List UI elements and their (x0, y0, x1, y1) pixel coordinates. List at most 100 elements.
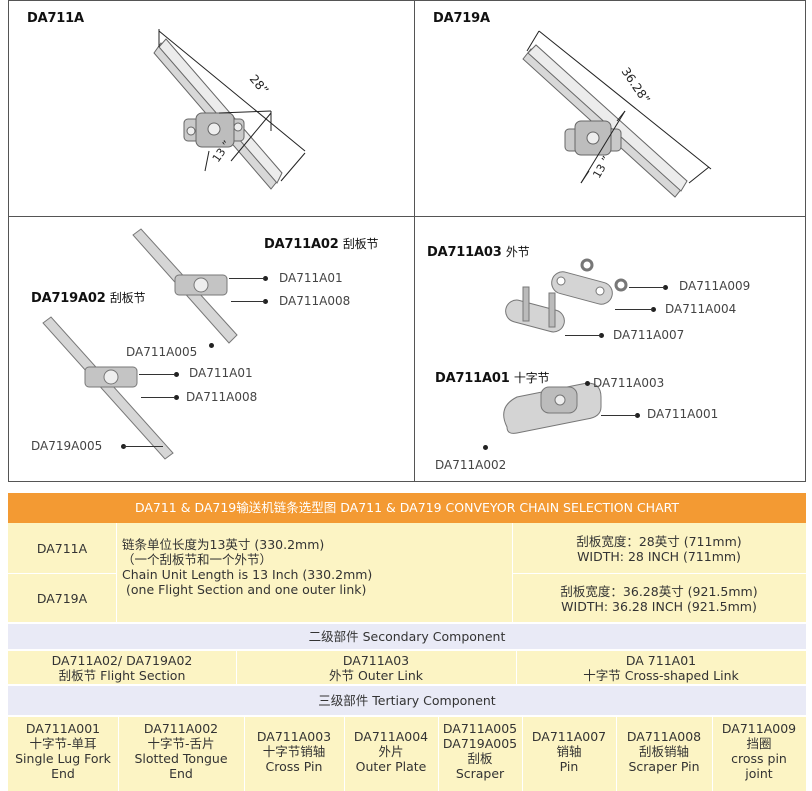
secondary-name: 外节 Outer Link (328, 668, 424, 683)
callout-dot (599, 333, 604, 338)
tertiary-cn: 十字节销轴 (262, 744, 326, 759)
callout-dot (209, 343, 214, 348)
tertiary-title-row: 三级部件 Tertiary Component (8, 686, 806, 716)
callout-dot (174, 372, 179, 377)
callout-line (601, 415, 637, 416)
tertiary-en: End (51, 766, 75, 781)
title-cn: 刮板节 (342, 237, 379, 251)
title-cn: 外节 (505, 245, 530, 259)
tertiary-code: DA711A007 (531, 729, 607, 744)
figure-grid: DA711A 28” 13 ” (8, 0, 806, 482)
callout-dot (635, 413, 640, 418)
selection-chart: DA711 & DA719输送机链条选型图 DA711 & DA719 CONV… (8, 493, 806, 791)
separator (344, 717, 345, 791)
tertiary-cn: 十字节-舌片 (147, 736, 215, 751)
model-da711a: DA711A (36, 541, 88, 556)
callout-label: DA711A008 (279, 294, 351, 308)
da719a-flight-illustration: 36.28” 13 ” (522, 30, 712, 198)
tertiary-title: 三级部件 Tertiary Component (318, 693, 496, 708)
title-da719a02: DA719A02 刮板节 (31, 289, 145, 306)
panel-flight-sections: DA711A02 刮板节 DA719A02 刮板节 DA711A01 DA711… (9, 217, 414, 481)
separator (522, 717, 523, 791)
tertiary-en: Scraper Pin (628, 759, 700, 774)
divider-horizontal (9, 216, 805, 217)
tertiary-components-row: DA711A001 十字节-单耳 Single Lug Fork End DA7… (8, 717, 806, 791)
panel-title: DA719A (433, 11, 490, 26)
callout-label: DA711A01 (189, 366, 253, 380)
separator (236, 651, 237, 685)
panel-da719a: DA719A 36.28” 13 ” (415, 1, 805, 216)
separator (8, 573, 116, 574)
separator (712, 717, 713, 791)
secondary-code: DA 711A01 (625, 653, 697, 668)
dim-long-label: 36.28” (619, 65, 653, 106)
unit-length-cn-note: （一个刮板节和一个外节） (122, 552, 273, 567)
callout-line (629, 287, 665, 288)
callout-label: DA711A01 (279, 271, 343, 285)
tertiary-cn: 外片 (378, 744, 404, 759)
tertiary-cn: 销轴 (556, 744, 582, 759)
callout-label: DA711A001 (647, 407, 719, 421)
tertiary-en: cross pin (731, 751, 787, 766)
secondary-name: 十字节 Cross-shaped Link (583, 668, 739, 683)
tertiary-code: DA711A002 (143, 721, 219, 736)
callout-label: DA711A007 (613, 328, 685, 342)
outer-link-illustration (503, 258, 628, 434)
callout-label: DA711A002 (435, 458, 507, 472)
da711a-flight-illustration: 28” 13 ” (153, 29, 306, 190)
tertiary-en: End (169, 766, 193, 781)
tertiary-en: Scraper (455, 766, 505, 781)
width-711-cn: 刮板宽度：28英寸 (711mm) (576, 534, 742, 549)
tertiary-en: Slotted Tongue (134, 751, 228, 766)
callout-dot (483, 445, 488, 450)
tertiary-cn: 挡圈 (746, 736, 772, 751)
callout-dot (174, 395, 179, 400)
separator (616, 717, 617, 791)
callout-label: DA711A005 (126, 345, 198, 359)
callout-line (565, 335, 601, 336)
title-cn: 十字节 (513, 371, 550, 385)
callout-label: DA711A009 (679, 279, 751, 293)
title-da711a03: DA711A03 外节 (427, 243, 530, 260)
width-719-en: WIDTH: 36.28 INCH (921.5mm) (561, 599, 757, 614)
callout-dot (585, 381, 590, 386)
tertiary-en: Pin (559, 759, 579, 774)
panel-outer-and-cross-links: DA711A03 外节 DA711A009 DA (415, 217, 805, 481)
tertiary-cn: 刮板销轴 (638, 744, 689, 759)
panel-da711a: DA711A 28” 13 ” (9, 1, 414, 216)
tertiary-code: DA711A004 (353, 729, 429, 744)
title-da711a01: DA711A01 十字节 (435, 369, 549, 386)
model-da719a: DA719A (36, 591, 88, 606)
title-da711a02: DA711A02 刮板节 (264, 235, 378, 252)
tertiary-cn: 刮板 (467, 751, 493, 766)
callout-label: DA711A003 (593, 376, 665, 390)
callout-dot (651, 307, 656, 312)
tertiary-code: DA711A001 (25, 721, 101, 736)
title-code: DA711A02 (264, 237, 339, 252)
title-cn: 刮板节 (109, 291, 146, 305)
secondary-name: 刮板节 Flight Section (58, 668, 186, 683)
tertiary-en: Cross Pin (265, 759, 323, 774)
callout-line (123, 446, 163, 447)
callout-line (229, 278, 265, 279)
dim-short-label: 13 ” (590, 154, 613, 181)
callout-line (141, 397, 175, 398)
tertiary-en: Outer Plate (355, 759, 427, 774)
tertiary-cn: 十字节-单耳 (29, 736, 97, 751)
secondary-code: DA711A03 (342, 653, 410, 668)
tertiary-code: DA711A005 (442, 721, 518, 736)
divider-vertical (414, 1, 415, 481)
tertiary-code: DA711A003 (256, 729, 332, 744)
title-code: DA719A02 (31, 291, 106, 306)
separator (118, 717, 119, 791)
separator (244, 717, 245, 791)
flight-sections-illustration (42, 228, 238, 460)
secondary-code: DA711A02/ DA719A02 (51, 653, 193, 668)
tertiary-code: DA719A005 (442, 736, 518, 751)
dim-long-label: 28” (247, 72, 272, 97)
title-code: DA711A01 (435, 371, 510, 386)
callout-dot (263, 299, 268, 304)
separator (116, 523, 117, 623)
tertiary-en: joint (745, 766, 773, 781)
model-rows: DA711A DA719A 链条单位长度为13英寸 (330.2mm) （一个刮… (8, 523, 806, 623)
